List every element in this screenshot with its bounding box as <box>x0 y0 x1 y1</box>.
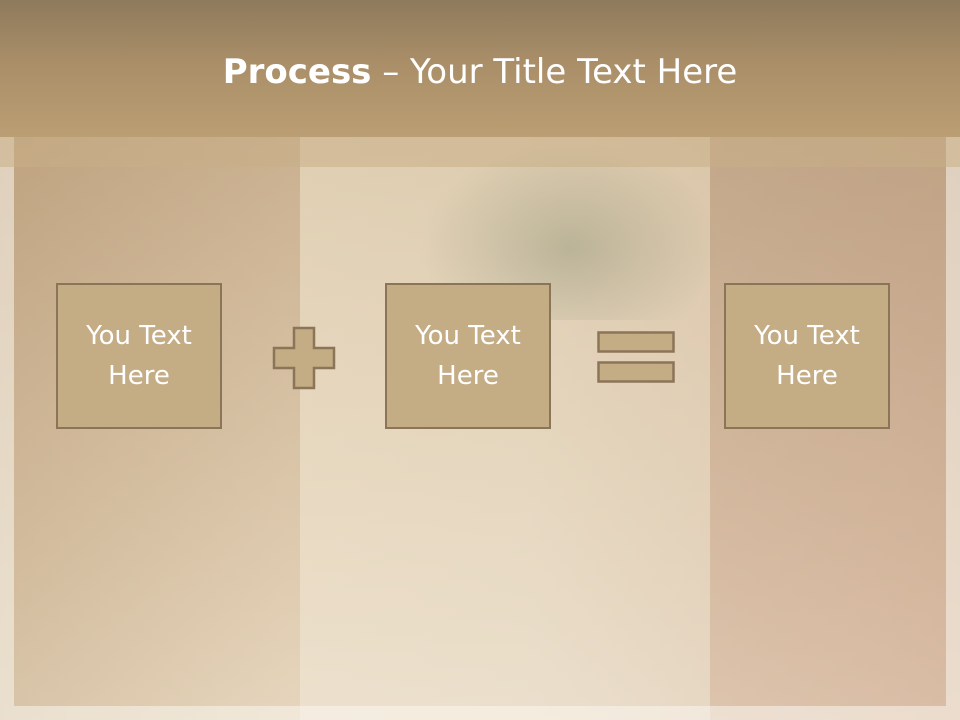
title-bar <box>0 0 960 137</box>
plus-icon <box>272 326 336 390</box>
text-box-3[interactable]: You Text Here <box>724 283 890 429</box>
title-rest: – Your Title Text Here <box>371 52 738 92</box>
slide-title[interactable]: Process – Your Title Text Here <box>0 52 960 92</box>
title-bold: Process <box>222 52 372 92</box>
text-box-1[interactable]: You Text Here <box>56 283 222 429</box>
equals-icon <box>597 331 675 383</box>
title-strip <box>0 137 960 167</box>
text-box-2[interactable]: You Text Here <box>385 283 551 429</box>
